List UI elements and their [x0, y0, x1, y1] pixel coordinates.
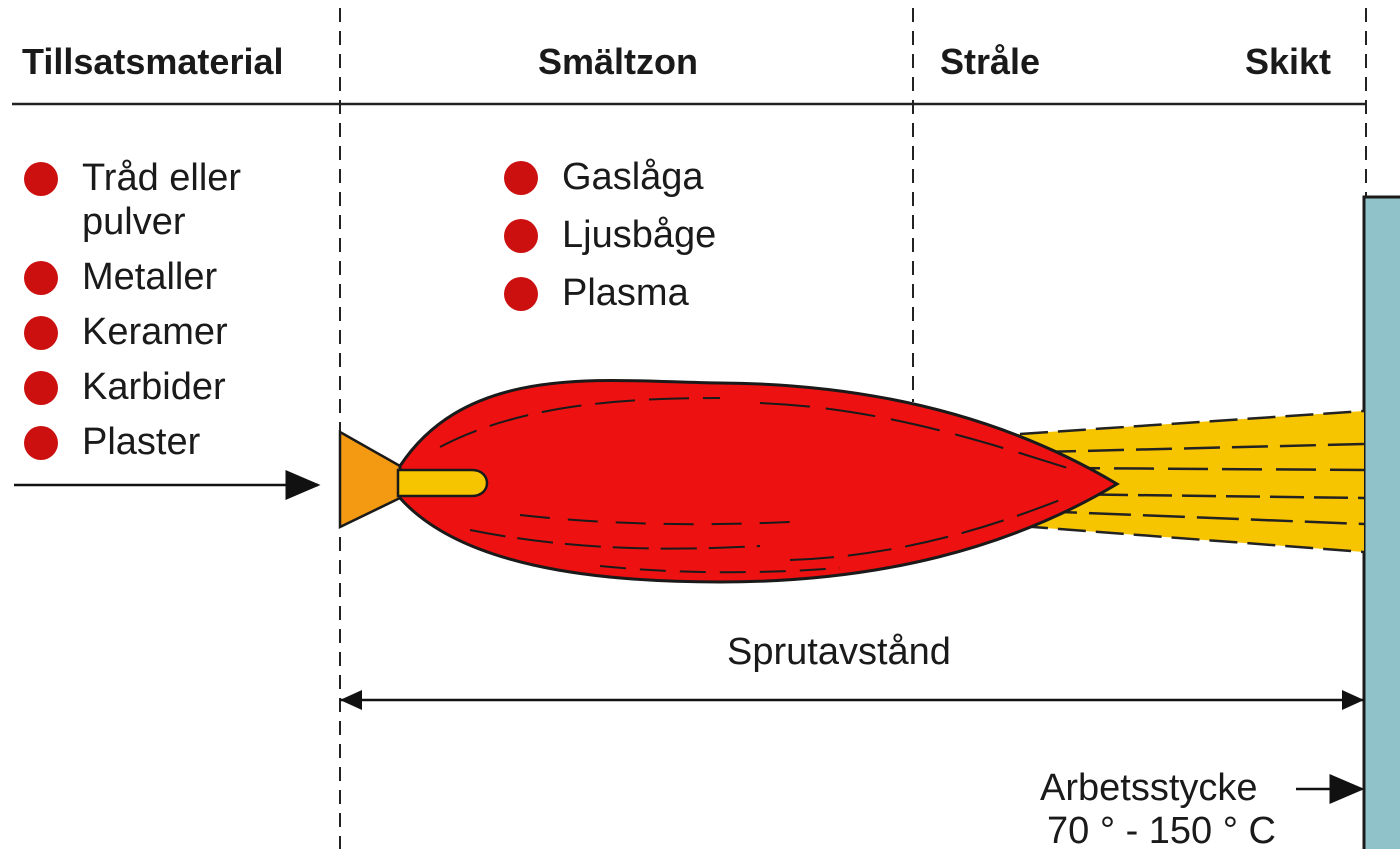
header-material: Tillsatsmaterial — [22, 40, 283, 84]
header-layer: Skikt — [1245, 40, 1331, 84]
list-item: Karbider — [24, 365, 241, 409]
list-item: Gaslåga — [504, 155, 716, 200]
bullet-dot — [504, 219, 538, 253]
distance-arrow-right-head — [1342, 690, 1364, 710]
flame-core — [398, 470, 487, 496]
bullet-dot — [24, 162, 58, 196]
bullet-dot — [504, 161, 538, 195]
melt-flame — [400, 380, 1117, 582]
workpiece-temperature: 70 ° - 150 ° C — [1047, 809, 1276, 853]
list-item: Tråd eller pulver — [24, 156, 241, 244]
list-item: Ljusbåge — [504, 213, 716, 258]
workpiece-label: Arbetsstycke — [1040, 766, 1258, 810]
spray-nozzle — [340, 432, 400, 527]
list-item: Metaller — [24, 255, 241, 299]
list-item: Keramer — [24, 310, 241, 354]
bullet-dot — [24, 316, 58, 350]
workpiece-block — [1364, 197, 1400, 849]
list-item: Plasma — [504, 271, 716, 316]
bullet-dot — [24, 426, 58, 460]
header-melt-zone: Smältzon — [538, 40, 698, 84]
material-list: Tråd eller pulver Metaller Keramer Karbi… — [24, 156, 241, 464]
bullet-dot — [504, 277, 538, 311]
bullet-dot — [24, 261, 58, 295]
header-jet: Stråle — [940, 40, 1040, 84]
spray-distance-label: Sprutavstånd — [727, 630, 951, 674]
melt-source-list: Gaslåga Ljusbåge Plasma — [504, 155, 716, 329]
list-item: Plaster — [24, 420, 241, 464]
bullet-dot — [24, 371, 58, 405]
distance-arrow-left-head — [340, 690, 362, 710]
